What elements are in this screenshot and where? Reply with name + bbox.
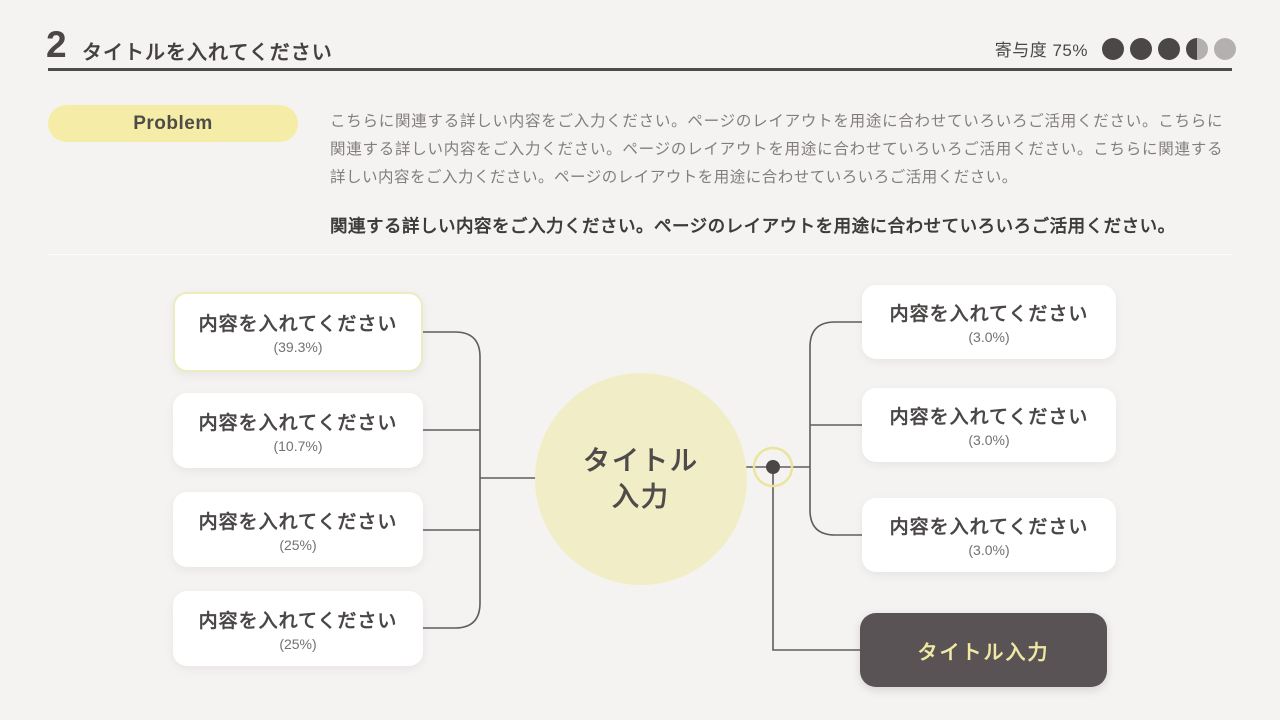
left-trunk-line: [423, 331, 481, 629]
contribution-label: 寄与度 75%: [994, 41, 1088, 60]
contribution-dots: [1102, 37, 1236, 60]
node-label: 内容を入れてください: [889, 407, 1089, 428]
factor-node-left-2: 内容を入れてください (10.7%): [173, 393, 423, 468]
center-title-line2: 入力: [612, 482, 670, 512]
node-value: (3.0%): [968, 329, 1010, 345]
node-value: (25%): [279, 635, 317, 652]
node-label: 内容を入れてください: [198, 511, 398, 533]
junction-dot: [766, 460, 780, 474]
node-value: (3.0%): [968, 432, 1010, 448]
node-value: (3.0%): [968, 542, 1010, 558]
contribution-dot: [1214, 37, 1236, 60]
contribution-dot: [1158, 37, 1180, 60]
center-title-circle: タイトル 入力: [535, 373, 747, 585]
node-label: 内容を入れてください: [198, 412, 398, 434]
result-node: タイトル入力: [860, 613, 1107, 687]
factor-node-left-1: 内容を入れてください (39.3%): [173, 292, 423, 372]
result-connector-line: [772, 467, 860, 651]
header-rule: [48, 68, 1232, 71]
contribution-dot: [1186, 37, 1208, 60]
problem-badge: Problem: [48, 105, 298, 142]
node-label: 内容を入れてください: [198, 610, 398, 632]
right-trunk-line: [809, 321, 862, 536]
result-node-label: タイトル入力: [917, 641, 1050, 664]
body-paragraph: こちらに関連する詳しい内容をご入力ください。ページのレイアウトを用途に合わせてい…: [330, 113, 1223, 186]
factor-node-right-2: 内容を入れてください (3.0%): [862, 388, 1116, 462]
node-label: 内容を入れてください: [889, 517, 1089, 538]
center-title-line1: タイトル: [583, 446, 699, 476]
factor-node-right-1: 内容を入れてください (3.0%): [862, 285, 1116, 359]
factor-node-left-3: 内容を入れてください (25%): [173, 492, 423, 567]
node-label: 内容を入れてください: [889, 304, 1089, 325]
page-number: 2: [46, 24, 67, 65]
node-label: 内容を入れてください: [198, 314, 398, 335]
node-value: (25%): [279, 536, 317, 553]
body-emphasis: 関連する詳しい内容をご入力ください。ページのレイアウトを用途に合わせていろいろご…: [330, 216, 1176, 236]
junction-ring: [752, 446, 794, 488]
node-value: (10.7%): [273, 437, 323, 454]
node-value: (39.3%): [273, 339, 323, 355]
contribution-dot: [1130, 37, 1152, 60]
factor-node-left-4: 内容を入れてください (25%): [173, 591, 423, 666]
section-divider: [48, 254, 1232, 255]
contribution-dot: [1102, 37, 1124, 60]
slide-title: タイトルを入れてください: [82, 42, 333, 64]
contribution-indicator: 寄与度 75%: [995, 36, 1236, 61]
factor-node-right-3: 内容を入れてください (3.0%): [862, 498, 1116, 572]
